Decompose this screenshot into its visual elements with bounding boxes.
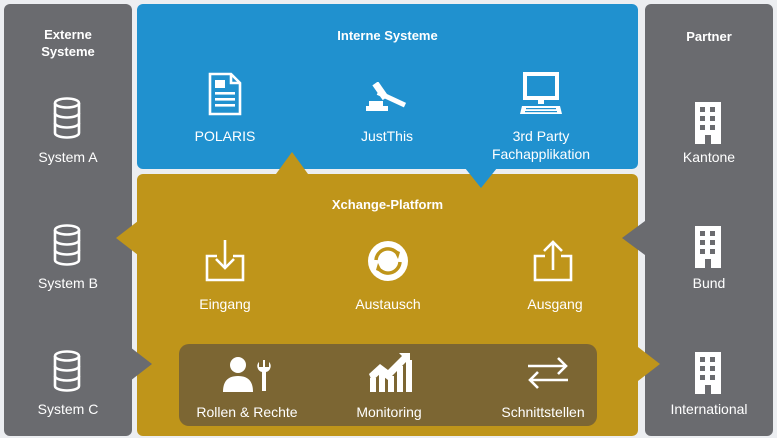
xchange-platform-title: Xchange-Platform [331, 197, 444, 212]
polaris-label: POLARIS [194, 128, 256, 144]
xchange-platform-panel: Xchange-Platform Eingang Austausch Ausga… [137, 174, 638, 436]
kantone-label: Kantone [682, 149, 736, 165]
system-c-label: System C [37, 401, 99, 417]
arrow-partner-to-platform [622, 221, 645, 255]
arrows-swap-icon [526, 356, 570, 390]
partner-title: Partner [686, 29, 732, 44]
bund-label: Bund [692, 275, 726, 291]
chart-icon [368, 350, 412, 392]
exchange-icon [367, 240, 409, 282]
external-systems-panel: Externe Systeme System A System B System… [4, 4, 132, 436]
computer-icon [520, 72, 562, 116]
3rd-party-line: 3rd Party [512, 128, 570, 144]
partner-panel: Partner Kantone Bund International [645, 4, 773, 436]
external-title-line2: Systeme [41, 44, 95, 59]
arrow-platform-to-partner [638, 347, 660, 381]
building-icon [693, 226, 723, 268]
austausch-label: Austausch [355, 296, 421, 312]
services-box: Rollen & Rechte Monitoring Schnittstelle… [179, 344, 597, 426]
building-icon [693, 352, 723, 394]
eingang-label: Eingang [199, 296, 251, 312]
external-systems-title: Externe Systeme [4, 26, 132, 60]
rollen-rechte-label: Rollen & Rechte [196, 404, 298, 420]
arrow-internal-to-platform [465, 168, 497, 188]
schnittstellen-label: Schnittstellen [501, 404, 585, 420]
internal-systems-title: Interne Systeme [337, 28, 438, 43]
database-icon [52, 224, 82, 266]
justthis-label: JustThis [360, 128, 414, 144]
database-icon [52, 97, 82, 139]
arrow-platform-to-internal [276, 152, 308, 174]
international-label: International [670, 401, 748, 417]
ausgang-label: Ausgang [527, 296, 583, 312]
fachapplikation-label: 3rd Party Fachapplikation [481, 127, 601, 163]
export-icon [533, 238, 573, 282]
database-icon [52, 350, 82, 392]
arrow-platform-to-external [116, 221, 138, 255]
arrow-external-to-platform [130, 347, 152, 381]
system-a-label: System A [38, 149, 98, 165]
import-icon [205, 238, 245, 282]
external-title-line1: Externe [44, 27, 92, 42]
fachapplikation-line: Fachapplikation [491, 146, 591, 162]
document-icon [208, 72, 242, 116]
internal-systems-panel: Interne Systeme POLARIS JustThis 3rd Par… [137, 4, 638, 169]
user-wrench-icon [223, 356, 271, 392]
gavel-icon [364, 82, 416, 116]
building-icon [693, 102, 723, 144]
monitoring-label: Monitoring [356, 404, 422, 420]
system-b-label: System B [38, 275, 98, 291]
